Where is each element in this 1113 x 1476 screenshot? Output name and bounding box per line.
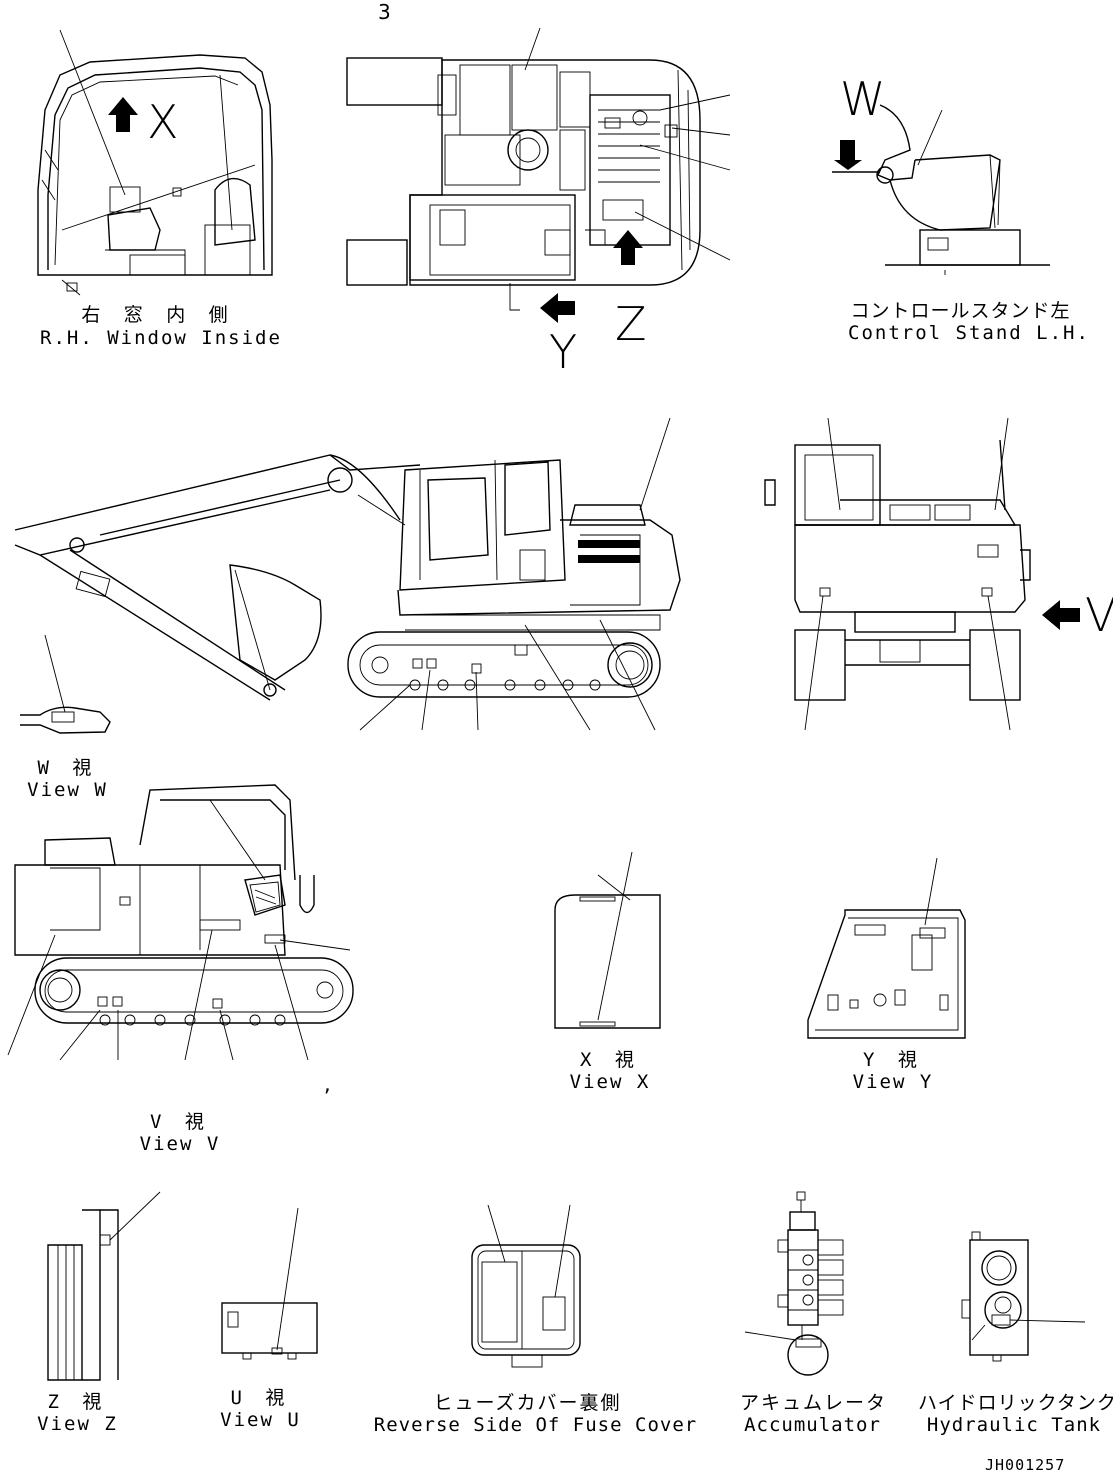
view-u-drawing: [221, 1207, 318, 1360]
arrow-x-icon: [108, 97, 138, 132]
stray-mark: ,: [322, 1075, 333, 1096]
fuse-cover-label-en: Reverse Side Of Fuse Cover: [373, 1414, 698, 1436]
view-x-drawing: [554, 851, 661, 1029]
control-stand-label-jp: コントロールスタンド左: [850, 300, 1071, 322]
rh-window-label-en: R.H. Window Inside: [40, 327, 282, 349]
arrow-y-icon: [540, 293, 575, 323]
rh-window-inside-drawing: [37, 29, 273, 296]
fuse-cover-drawing: [471, 1204, 581, 1368]
view-letter-w: W: [840, 72, 886, 126]
view-x-label-jp: X 視: [580, 1049, 640, 1071]
rh-window-label-jp: 右 窓 内 側: [81, 304, 234, 326]
arrow-v-icon: [1042, 600, 1080, 630]
view-z-drawing: [47, 1191, 161, 1381]
view-letter-z: Z: [615, 297, 647, 351]
hydraulic-tank-label-en: Hydraulic Tank: [926, 1414, 1102, 1436]
view-v-drawing: [7, 784, 354, 1061]
view-v-label-en: View V: [139, 1133, 221, 1155]
view-z-label-en: View Z: [37, 1413, 118, 1435]
view-v-label-jp: V 視: [150, 1111, 210, 1133]
accumulator-drawing: [744, 1191, 844, 1376]
view-z-label-jp: Z 視: [47, 1391, 108, 1413]
view-u-label-jp: U 視: [230, 1387, 291, 1409]
view-y-label-en: View Y: [852, 1071, 934, 1093]
control-stand-drawing: [832, 104, 1050, 275]
accumulator-label-jp: アキュムレータ: [740, 1392, 888, 1414]
drawing-id: JH001257: [985, 1456, 1066, 1474]
view-x-label-en: View X: [569, 1071, 651, 1093]
view-letter-y: Y: [549, 325, 578, 379]
view-w-drawing: [20, 634, 111, 734]
control-stand-label-en: Control Stand L.H.: [848, 322, 1090, 344]
view-y-drawing: [807, 857, 966, 1039]
arrow-z-icon: [613, 230, 643, 265]
rear-view-drawing: [764, 417, 1080, 731]
view-letter-x: X: [147, 95, 179, 149]
view-letter-v: V: [1085, 588, 1113, 642]
fuse-cover-label-jp: ヒューズカバー裏側: [433, 1392, 622, 1414]
excavator-side-view: [14, 417, 681, 731]
hydraulic-tank-label-jp: ハイドロリックタンク: [918, 1392, 1113, 1414]
view-u-label-en: View U: [220, 1409, 301, 1431]
top-view-drawing: [346, 27, 731, 311]
hydraulic-tank-drawing: [961, 1231, 1086, 1362]
view-w-label-en: View W: [27, 779, 108, 801]
view-y-label-jp: Y 視: [863, 1049, 923, 1071]
arrow-w-icon: [834, 140, 862, 170]
view-w-label-jp: W 視: [37, 757, 98, 779]
accumulator-label-en: Accumulator: [744, 1414, 881, 1436]
item-number: 3: [378, 0, 391, 24]
letter-u-mark: [299, 875, 315, 914]
